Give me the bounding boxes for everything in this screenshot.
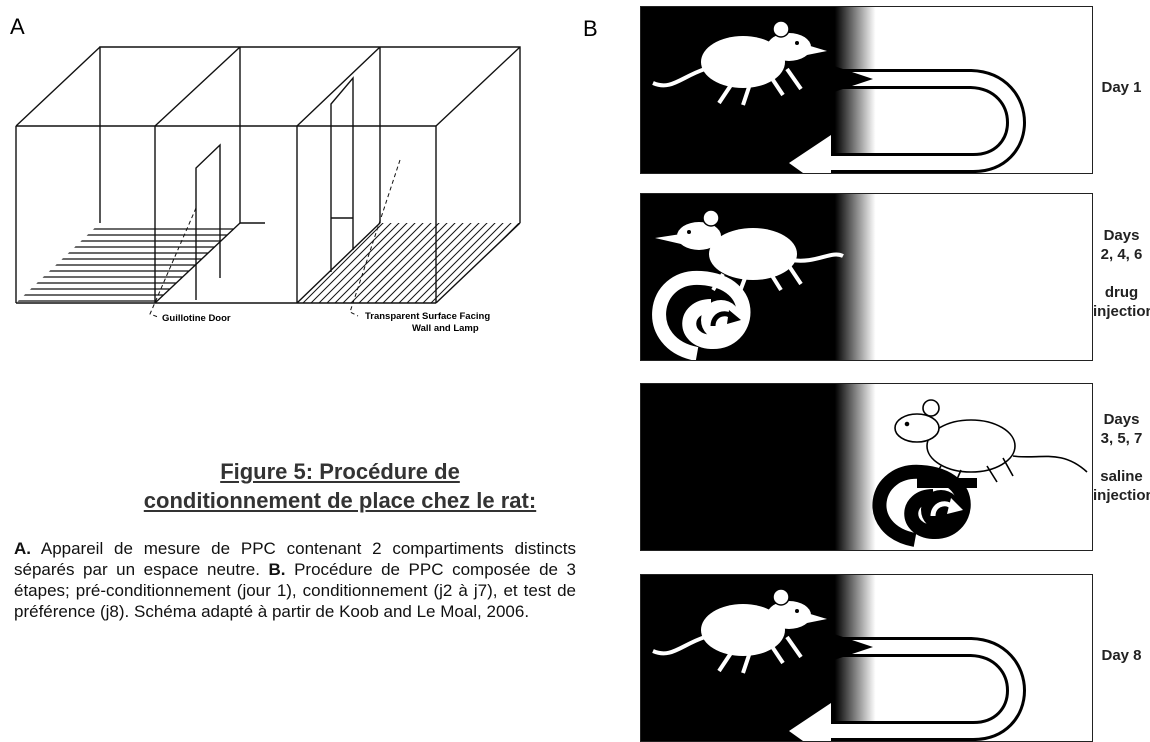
step-saline-label-line: 3, 5, 7	[1100, 430, 1143, 447]
step-drug-label-line: Days	[1103, 227, 1140, 244]
step-day8-label: Day 8	[1093, 646, 1150, 665]
caption-a-text: Appareil de mesure de PPC contenant 2 co…	[14, 539, 576, 579]
rat-icon	[652, 588, 827, 674]
step-day8-label-line: Day 8	[1101, 647, 1142, 664]
caption-b-text: Procédure de PPC composée de 3 étapes; p…	[14, 560, 577, 621]
step-saline-label-line: injection	[1093, 487, 1150, 504]
step-saline-label-line: saline	[1100, 468, 1143, 485]
figure-title: Figure 5: Procédure de conditionnement d…	[60, 457, 620, 515]
step-drug-label-line: 2, 4, 6	[1100, 246, 1143, 263]
step-saline-label-line: Days	[1103, 411, 1140, 428]
figure-caption: A. Appareil de mesure de PPC contenant 2…	[14, 538, 576, 622]
guillotine-door-label: Guillotine Door	[162, 313, 231, 324]
rat-icon	[652, 20, 827, 106]
step-day1-label-line: Day 1	[1101, 79, 1142, 96]
step-day1-label: Day 1	[1093, 78, 1150, 97]
step-drug-label: Days 2, 4, 6 drug injection	[1093, 226, 1150, 321]
caption-a-label: A.	[14, 539, 31, 558]
step-drug-label-line: drug	[1104, 284, 1139, 301]
caption-b-label: B.	[268, 560, 286, 579]
step-day1-panel	[640, 6, 1093, 174]
panel-a-letter: A	[10, 14, 25, 39]
panel-b-letter: B	[583, 16, 598, 41]
step-day8-panel	[640, 574, 1093, 742]
place-preference-apparatus-diagram	[15, 46, 521, 318]
transparent-surface-label-line2: Wall and Lamp	[412, 323, 479, 334]
step-drug-panel	[640, 193, 1093, 361]
step-saline-label: Days 3, 5, 7 saline injection	[1093, 410, 1150, 505]
figure-title-line1: Figure 5: Procédure de	[220, 459, 460, 484]
step-drug-label-line: injection	[1093, 303, 1150, 320]
transparent-surface-label-line1: Transparent Surface Facing	[365, 311, 491, 322]
step-saline-label-line	[1093, 448, 1150, 467]
step-saline-panel	[640, 383, 1093, 551]
step-drug-label-line	[1093, 264, 1150, 283]
figure-title-line2: conditionnement de place chez le rat:	[143, 488, 537, 513]
